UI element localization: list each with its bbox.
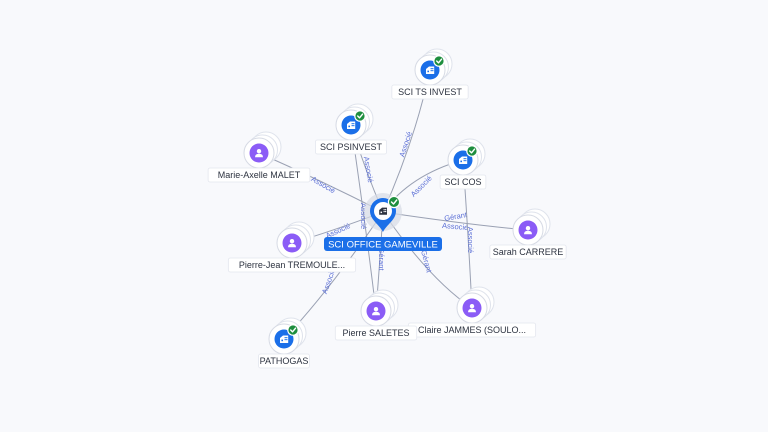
building-icon: [280, 335, 289, 343]
check-badge-icon: [354, 110, 366, 122]
center-label-text: SCI OFFICE GAMEVILLE: [328, 240, 438, 251]
person-icon: [372, 307, 380, 316]
node-label-text: Sarah CARRERE: [493, 247, 564, 257]
nodes-layer: SCI TS INVEST SCI PSINVEST SCI COS Marie-Ax…: [207, 48, 567, 369]
node-saletes[interactable]: Pierre SALETES: [334, 289, 418, 341]
check-badge-icon: [387, 195, 401, 209]
edge-label: Associé: [310, 174, 337, 195]
node-label: Sarah CARRERE: [489, 244, 567, 260]
edge-label: Associé: [466, 227, 475, 253]
node-label-text: Pierre-Jean TREMOULE...: [239, 260, 345, 270]
node-label-text: PATHOGAS: [260, 356, 309, 366]
edge-label: Associé: [359, 203, 368, 229]
node-label: Claire JAMMES (SOULO...: [407, 322, 537, 338]
node-tremoule[interactable]: Pierre-Jean TREMOULE...: [227, 221, 357, 273]
node-psinvest[interactable]: SCI PSINVEST: [314, 103, 387, 155]
node-label: PATHOGAS: [258, 353, 310, 369]
check-badge-icon: [287, 324, 299, 336]
node-label: SCI COS: [439, 174, 487, 190]
check-badge-icon: [433, 55, 445, 67]
person-icon: [255, 149, 263, 158]
check-badge-icon: [466, 145, 478, 157]
node-label: SCI TS INVEST: [391, 84, 469, 100]
edge-label: Associé: [362, 156, 375, 183]
building-icon: [347, 121, 356, 129]
node-label-text: Pierre SALETES: [342, 328, 409, 338]
person-icon: [468, 304, 476, 313]
node-jammes[interactable]: Claire JAMMES (SOULO...: [407, 286, 537, 338]
node-label-text: SCI PSINVEST: [320, 142, 383, 152]
node-malet[interactable]: Marie-Axelle MALET: [207, 131, 311, 183]
node-label: Pierre SALETES: [334, 325, 418, 341]
node-label: Marie-Axelle MALET: [207, 167, 311, 183]
node-label-text: Marie-Axelle MALET: [218, 170, 301, 180]
edge-label: Gérant: [377, 248, 386, 272]
node-label-text: Claire JAMMES (SOULO...: [418, 325, 526, 335]
building-icon: [459, 156, 468, 164]
building-icon: [426, 66, 435, 74]
person-icon: [288, 239, 296, 248]
node-label-text: SCI COS: [444, 177, 481, 187]
node-label-text: SCI TS INVEST: [398, 87, 462, 97]
edge-label: Associé: [397, 130, 414, 158]
edge-label: Associé: [442, 221, 469, 232]
node-pathogas[interactable]: PATHOGAS: [258, 317, 310, 369]
person-icon: [524, 226, 532, 235]
node-cos[interactable]: SCI COS: [439, 138, 487, 190]
node-label: SCI PSINVEST: [314, 139, 387, 155]
building-icon: [379, 207, 387, 215]
node-ts-invest[interactable]: SCI TS INVEST: [391, 48, 469, 100]
node-label: Pierre-Jean TREMOULE...: [227, 257, 357, 273]
center-label: SCI OFFICE GAMEVILLE: [324, 237, 442, 251]
edge-label: Gérant: [443, 210, 468, 223]
center-node[interactable]: SCI OFFICE GAMEVILLE: [324, 193, 442, 251]
node-carrere[interactable]: Sarah CARRERE: [489, 208, 567, 260]
